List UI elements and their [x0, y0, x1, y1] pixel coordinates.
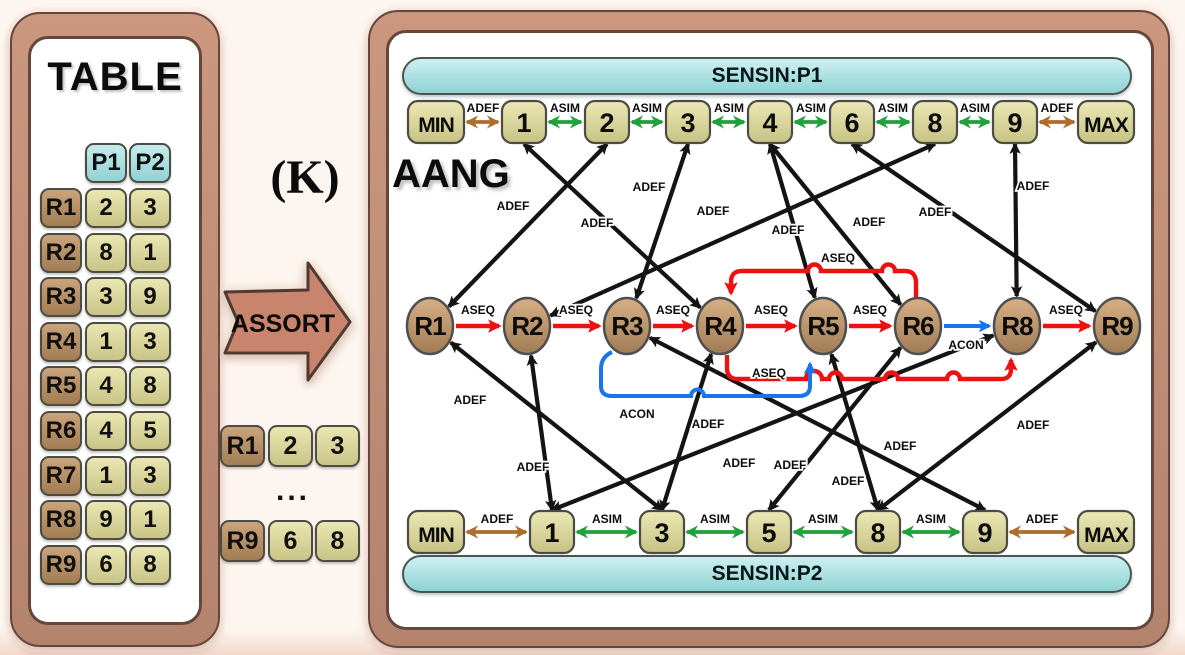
- table-cell: 1: [85, 455, 127, 496]
- table-cell: 8: [129, 366, 171, 407]
- table-cell: 4: [85, 366, 127, 407]
- table-col-header-P2: P2: [129, 143, 171, 183]
- table-row-label-R4: R4: [40, 321, 82, 362]
- table-cell: 4: [85, 411, 127, 451]
- table-cell: 8: [85, 232, 127, 273]
- sensin-p2-bar: SENSIN:P2: [402, 555, 1132, 593]
- k-label: (K): [270, 151, 340, 204]
- sample-row-cell: 2: [268, 425, 313, 467]
- table-cell: 2: [85, 188, 127, 228]
- sample-row-cell: 8: [315, 520, 360, 562]
- table-cell: 3: [85, 277, 127, 318]
- table-title: TABLE: [47, 55, 183, 99]
- graph-title: AANG: [392, 152, 510, 196]
- table-cell: 9: [85, 500, 127, 541]
- table-row-label-R6: R6: [40, 411, 82, 451]
- table-row-label-R1: R1: [40, 188, 82, 228]
- table-cell: 8: [129, 544, 171, 585]
- sample-row-cell: 3: [315, 425, 360, 467]
- sample-row-label: R1: [220, 425, 265, 467]
- table-col-header-P1: P1: [85, 143, 127, 183]
- table-row-label-R5: R5: [40, 366, 82, 407]
- table-row-label-R7: R7: [40, 455, 82, 496]
- sample-rows-ellipsis: ...: [275, 474, 310, 507]
- table-row-label-R8: R8: [40, 500, 82, 541]
- table-cell: 1: [85, 321, 127, 362]
- table-cell: 5: [129, 411, 171, 451]
- table-cell: 3: [129, 321, 171, 362]
- table-cell: 3: [129, 188, 171, 228]
- table-row-label-R3: R3: [40, 277, 82, 318]
- graph-panel: [368, 10, 1170, 648]
- table-cell: 1: [129, 500, 171, 541]
- table-cell: 3: [129, 455, 171, 496]
- assort-arrow-label: ASSORT: [231, 310, 335, 338]
- graph-panel-inner: [386, 30, 1154, 630]
- sample-row-cell: 6: [268, 520, 313, 562]
- table-cell: 9: [129, 277, 171, 318]
- table-cell: 6: [85, 544, 127, 585]
- table-cell: 1: [129, 232, 171, 273]
- sensin-p1-bar: SENSIN:P1: [402, 57, 1132, 95]
- sample-row-label: R9: [220, 520, 265, 562]
- table-row-label-R2: R2: [40, 232, 82, 273]
- table-row-label-R9: R9: [40, 544, 82, 585]
- assort-arrow-shape: [223, 261, 352, 382]
